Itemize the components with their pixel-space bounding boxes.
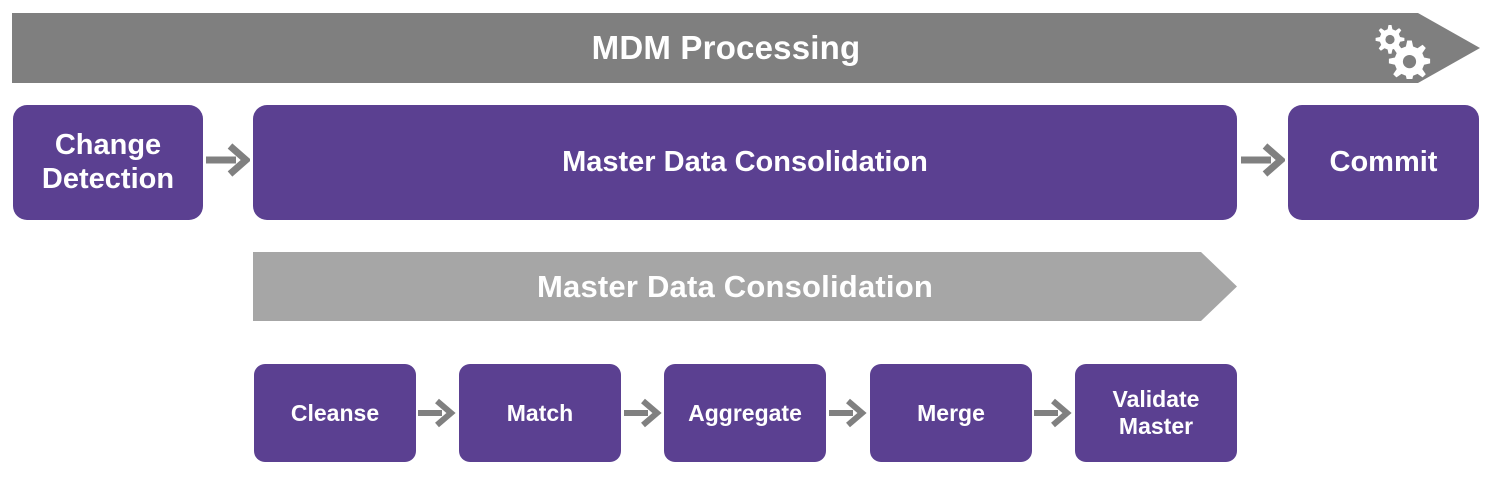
process-box-merge[interactable]: Merge [870,364,1032,462]
arrow-right-icon-change-detection-to-consolidation [206,143,250,177]
process-box-validate-master[interactable]: Validate Master [1075,364,1237,462]
arrow-right-icon-match-to-aggregate [624,397,662,429]
banner-mdm-processing: MDM Processing [12,13,1480,83]
arrow-right-icon-consolidation-to-commit [1241,143,1285,177]
banner-master-data-consolidation-label: Master Data Consolidation [537,268,933,304]
process-box-aggregate-label: Aggregate [688,399,802,426]
process-box-change-detection[interactable]: Change Detection [13,105,203,220]
process-box-master-data-consolidation-label: Master Data Consolidation [562,145,928,178]
banner-mdm-processing-label: MDM Processing [591,29,861,66]
arrow-right-icon-merge-to-validate-master [1034,397,1072,429]
process-box-cleanse-label: Cleanse [290,399,380,426]
arrow-right-icon-cleanse-to-match [418,397,456,429]
arrow-right-icon-aggregate-to-merge [829,397,867,429]
process-box-validate-master-label: Validate Master [1112,386,1200,439]
process-box-change-detection-label: Change Detection [41,128,175,195]
process-box-merge-label: Merge [917,399,985,426]
process-box-aggregate[interactable]: Aggregate [664,364,826,462]
process-box-commit[interactable]: Commit [1288,105,1479,220]
process-box-match-label: Match [506,399,574,426]
process-box-master-data-consolidation[interactable]: Master Data Consolidation [253,105,1237,220]
gears-icon [1364,21,1434,79]
process-box-commit-label: Commit [1329,145,1438,178]
process-box-cleanse[interactable]: Cleanse [254,364,416,462]
banner-master-data-consolidation: Master Data Consolidation [253,252,1237,321]
process-box-match[interactable]: Match [459,364,621,462]
